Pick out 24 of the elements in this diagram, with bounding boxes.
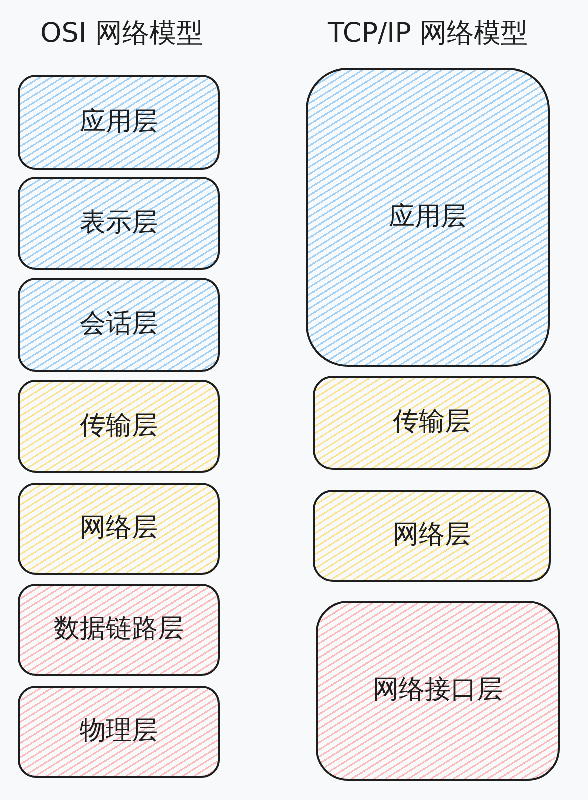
layer-label: 应用层 <box>80 106 158 138</box>
layer-label: 物理层 <box>80 716 158 748</box>
layer-label: 数据链路层 <box>54 614 184 646</box>
layer-label: 网络接口层 <box>373 675 503 707</box>
layer-box <box>313 376 551 470</box>
layer-box <box>18 686 220 778</box>
layer-box <box>18 483 220 575</box>
layer-label: 会话层 <box>80 309 158 341</box>
layer-box <box>18 380 220 473</box>
layer-label: 传输层 <box>80 410 158 442</box>
layer-label: 应用层 <box>389 202 467 234</box>
layer-box <box>316 601 560 781</box>
layer-box <box>18 584 220 676</box>
layer-box <box>18 75 220 170</box>
layer-label: 传输层 <box>393 407 471 439</box>
layer-box <box>18 177 220 270</box>
layer-box <box>306 68 550 367</box>
layer-label: 网络层 <box>393 520 471 552</box>
layer-label: 表示层 <box>80 208 158 240</box>
layer-box <box>18 278 220 372</box>
column-heading: OSI 网络模型 <box>40 18 204 50</box>
column-heading: TCP/IP 网络模型 <box>328 18 528 50</box>
layer-box <box>313 490 551 582</box>
layer-label: 网络层 <box>80 513 158 545</box>
